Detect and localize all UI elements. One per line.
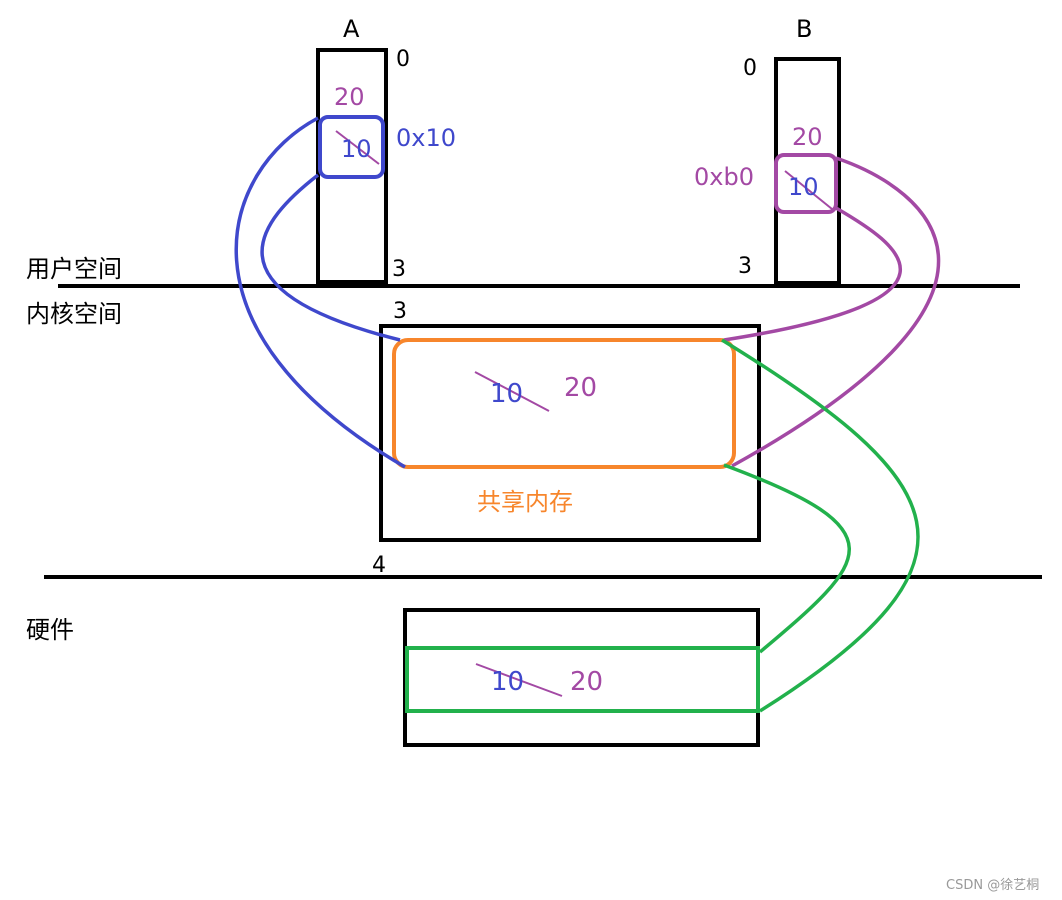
- b-old-value: 10: [788, 173, 819, 201]
- mapping-curve-a-outer: [234, 116, 406, 469]
- hw-new-value: 20: [570, 667, 603, 697]
- process-a-mapped-region: [318, 115, 385, 179]
- mapping-curve-hw-inner: [723, 463, 851, 654]
- kernel-bottom-addr: 4: [372, 553, 386, 578]
- mapping-curve-a-inner: [260, 173, 401, 342]
- a-old-value: 10: [341, 135, 372, 163]
- process-b-label: B: [796, 15, 812, 43]
- kernel-space-label: 内核空间: [26, 300, 122, 328]
- a-addr-bottom: 3: [392, 257, 406, 282]
- kernel-box: [379, 324, 761, 542]
- hardware-label: 硬件: [26, 616, 74, 644]
- hardware-memory-region: [405, 646, 760, 713]
- shared-memory-region: [392, 338, 736, 469]
- b-new-value: 20: [792, 123, 823, 151]
- user-space-label: 用户空间: [26, 255, 122, 283]
- a-addr-top: 0: [396, 47, 410, 72]
- process-a-label: A: [343, 15, 360, 43]
- a-virtual-address: 0x10: [396, 124, 456, 152]
- kernel-old-value: 10: [490, 379, 523, 409]
- strike-hw-old: [475, 663, 563, 697]
- hw-old-value: 10: [491, 667, 524, 697]
- mapping-curve-b-upper: [723, 206, 903, 342]
- kernel-top-addr: 3: [393, 299, 407, 324]
- strike-b-old: [784, 170, 833, 210]
- b-addr-bottom: 3: [738, 254, 752, 279]
- kernel-new-value: 20: [564, 373, 597, 403]
- strike-kernel-old: [474, 371, 550, 412]
- shared-memory-label: 共享内存: [477, 488, 573, 516]
- strike-a-old: [335, 130, 380, 165]
- b-addr-top: 0: [743, 56, 757, 81]
- mapping-curve-hw-outer: [721, 338, 920, 713]
- mapping-curve-b-lower: [731, 156, 941, 468]
- a-new-value: 20: [334, 83, 365, 111]
- b-virtual-address: 0xb0: [694, 163, 754, 191]
- process-b-mapped-region: [774, 153, 838, 214]
- watermark: CSDN @徐艺桐: [946, 878, 1039, 893]
